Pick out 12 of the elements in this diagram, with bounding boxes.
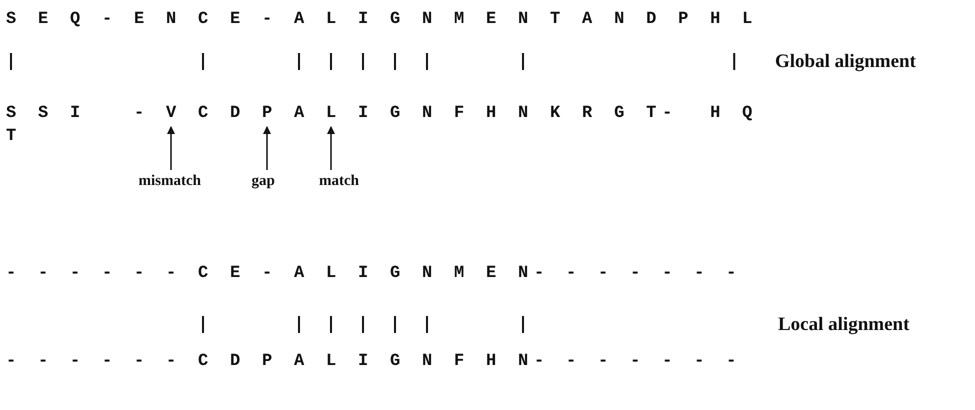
alignment-caption: Local alignment [778, 314, 910, 336]
annotation-label: gap [252, 172, 275, 190]
sequence-row: S E Q - E N C E - A L I G N M E N T A N D P H L [6, 10, 758, 30]
leader-arrow [167, 126, 175, 170]
sequence-row: - - - - - - C E - A L I G N M E N- - - - - - - [6, 264, 742, 284]
leader-arrow [327, 126, 335, 170]
annotation-label: match [319, 172, 359, 190]
alignment-caption: Global alignment [775, 51, 916, 73]
sequence-row: S S I - V C D P A L I G N F H N K R G T- H Q T [6, 102, 766, 148]
sequence-row: - - - - - - C D P A L I G N F H N- - - - - - - [6, 352, 742, 372]
leader-arrow [263, 126, 271, 170]
annotation-label: mismatch [138, 172, 201, 190]
